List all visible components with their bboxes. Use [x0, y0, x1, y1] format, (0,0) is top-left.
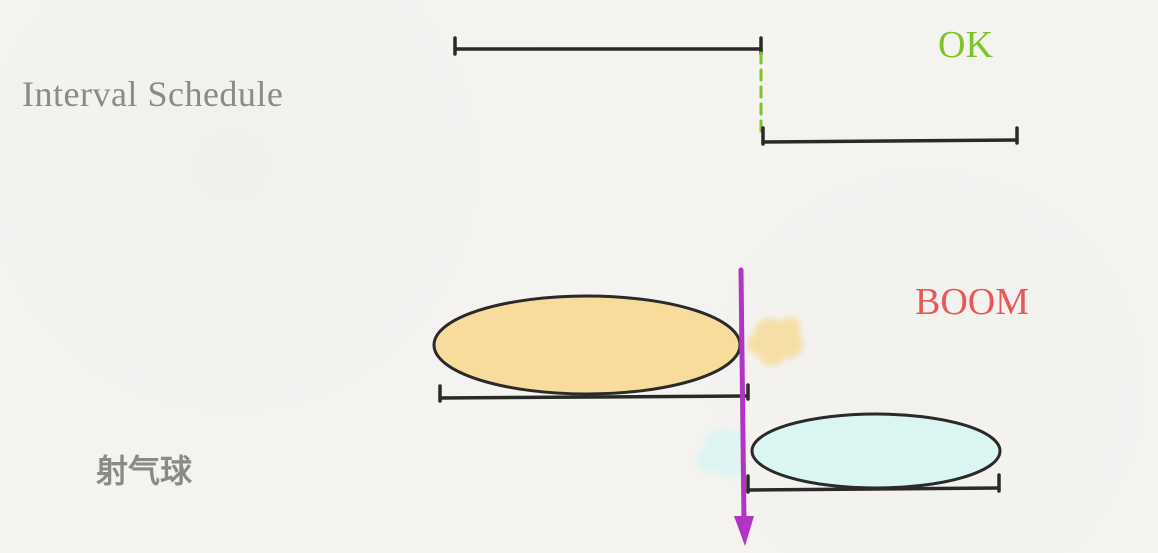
- interval-b: [761, 126, 1019, 146]
- yellow-balloon: [432, 294, 742, 396]
- cyan-balloon: [750, 412, 1002, 490]
- balloon-interval-yellow: [438, 383, 750, 403]
- balloon-interval-cyan: [746, 473, 1001, 494]
- diagram-title: Interval Schedule: [22, 74, 284, 114]
- yellow-puff: [747, 317, 803, 366]
- cyan-puff: [697, 429, 745, 477]
- ok-label: OK: [938, 24, 993, 66]
- arrow-down: [734, 267, 754, 546]
- boom-label: BOOM: [915, 281, 1030, 323]
- balloon-label: 射气球: [96, 452, 193, 490]
- interval-a: [453, 36, 763, 56]
